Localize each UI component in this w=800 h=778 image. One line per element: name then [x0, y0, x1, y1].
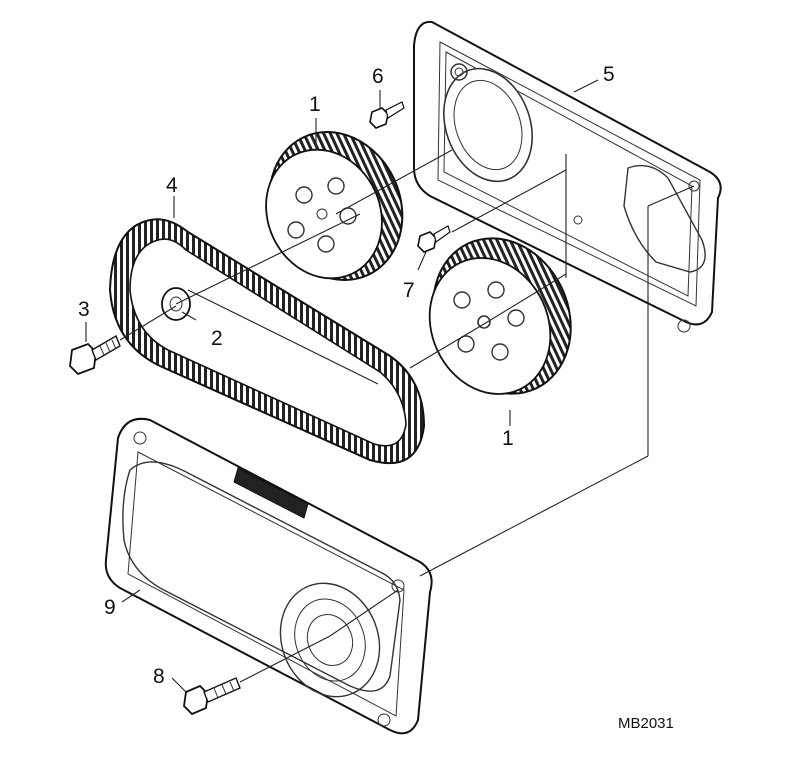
- label-part-8: 8: [153, 665, 165, 688]
- figure-code: MB2031: [618, 715, 674, 732]
- bolt-part-8: [183, 677, 241, 716]
- camshaft-pulley-bottom-part: [428, 237, 572, 395]
- bolt-part-7: [417, 225, 451, 253]
- assembly-lines: [119, 149, 695, 683]
- rear-backplate-part: [413, 20, 722, 333]
- label-part-6: 6: [372, 65, 384, 88]
- bolt-part-6: [369, 101, 405, 129]
- timing-belt-part: [108, 218, 426, 465]
- front-cover-part: [104, 417, 433, 735]
- label-part-1-bottom: 1: [502, 427, 514, 450]
- camshaft-pulley-top-part: [265, 131, 404, 281]
- label-part-7: 7: [403, 279, 415, 302]
- label-part-4: 4: [166, 174, 178, 197]
- label-part-2: 2: [211, 327, 223, 350]
- bolt-part-3: [69, 334, 121, 376]
- label-part-3: 3: [78, 298, 90, 321]
- leader-lines: [85, 79, 599, 693]
- label-part-1-top: 1: [309, 93, 321, 116]
- label-part-9: 9: [104, 596, 116, 619]
- label-part-5: 5: [603, 63, 615, 86]
